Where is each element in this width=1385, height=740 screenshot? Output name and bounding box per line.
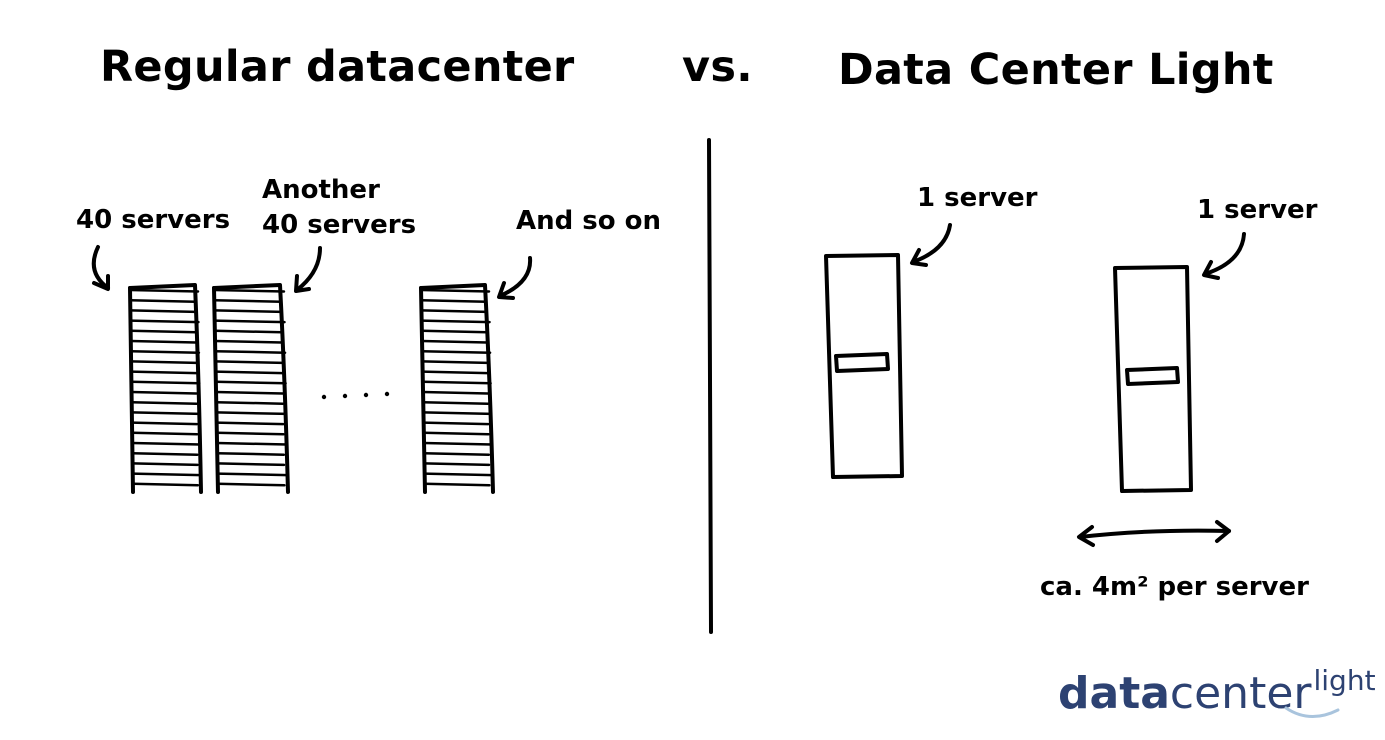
rack-shelf-line	[128, 288, 200, 293]
rack-shelf-line	[129, 309, 197, 314]
rack-shelf-line	[128, 298, 197, 303]
rack-shelf-line	[213, 329, 283, 334]
rack-shelf-line	[215, 441, 288, 446]
rack-shelf-line	[422, 462, 491, 467]
rack3-arrow	[498, 256, 533, 298]
rack-shelf-line	[129, 319, 200, 324]
server1-arrow	[911, 223, 952, 264]
rack-shelf-line	[422, 421, 490, 426]
server-rack-1	[128, 283, 203, 494]
rack-shelf-line	[213, 319, 286, 324]
logo-swoosh-icon	[1284, 706, 1340, 718]
rack-shelf-line	[215, 421, 285, 426]
rack2-label-line2: 40 servers	[262, 210, 417, 240]
server1-label: 1 server	[917, 183, 1038, 213]
rack-shelf-line	[213, 339, 284, 344]
regular-datacenter-title: Regular datacenter	[100, 42, 575, 92]
rack2-arrow	[295, 246, 322, 292]
rack-shelf-line	[215, 431, 285, 436]
rack-shelf-line	[215, 451, 286, 456]
data-center-light-title: Data Center Light	[838, 45, 1274, 95]
spacing-double-arrow	[1078, 528, 1231, 539]
logo-part-data: data	[1058, 668, 1170, 719]
rack-shelf-line	[215, 462, 286, 467]
rack-shelf-line	[421, 411, 493, 416]
rack-shelf-line	[130, 411, 202, 416]
rack-shelf-line	[212, 288, 286, 293]
server-rack-2	[212, 283, 290, 494]
rack-shelf-line	[130, 390, 198, 395]
rack-shelf-line	[420, 319, 491, 324]
rack-shelf-line	[131, 472, 202, 477]
spacing-label: ca. 4m² per server	[1040, 572, 1309, 602]
rack-shelf-line	[131, 451, 199, 456]
rack-shelf-line	[422, 472, 494, 477]
rack-shelf-line	[129, 360, 198, 365]
vs-label: vs.	[682, 42, 753, 92]
server-rack-3	[419, 283, 495, 494]
rack-shelf-line	[214, 370, 284, 375]
datacenterlight-logo: datacenterlight	[1058, 664, 1376, 719]
rack-shelf-line	[131, 482, 200, 487]
rack-shelf-line	[422, 431, 490, 436]
rack-shelf-line	[215, 472, 289, 477]
rack3-label: And so on	[516, 206, 662, 236]
rack-shelf-line	[129, 370, 198, 375]
rack-shelf-line	[131, 441, 202, 446]
rack-shelf-line	[423, 482, 491, 487]
rack-shelf-line	[421, 370, 489, 375]
rack-shelf-line	[421, 400, 490, 405]
rack-shelf-line	[214, 380, 287, 385]
rack-shelf-line	[212, 298, 283, 303]
rack-shelf-line	[213, 309, 283, 314]
rack-shelf-line	[419, 288, 491, 293]
rack2-arrow-head	[294, 274, 311, 293]
rack-shelf-line	[419, 298, 488, 303]
server2-label: 1 server	[1197, 195, 1318, 225]
rack1-label: 40 servers	[76, 205, 231, 235]
rack-shelf-line	[420, 339, 489, 344]
rack-shelf-line	[130, 421, 199, 426]
rack3-arrow-head	[497, 281, 515, 300]
rack-shelf-line	[213, 349, 287, 354]
rack-shelf-line	[130, 431, 199, 436]
rack-shelf-line	[129, 329, 197, 334]
rack-shelf-line	[214, 411, 288, 416]
server2-arrow	[1203, 232, 1246, 276]
rack-shelf-line	[214, 390, 285, 395]
divider-line	[707, 138, 713, 634]
rack-shelf-line	[216, 482, 286, 487]
single-server-2	[1113, 265, 1193, 493]
rack-shelf-line	[421, 380, 492, 385]
rack-shelf-line	[421, 360, 489, 365]
rack-shelf-line	[130, 400, 198, 405]
rack-shelf-line	[131, 462, 199, 467]
single-server-1	[824, 253, 904, 479]
rack-shelf-line	[214, 400, 285, 405]
rack1-arrow	[91, 245, 110, 290]
rack-shelf-line	[420, 309, 488, 314]
server2-arrow-head	[1202, 260, 1220, 280]
rack-shelf-line	[422, 451, 491, 456]
rack1-arrow-head	[92, 274, 110, 291]
rack-shelf-line	[421, 390, 490, 395]
ellipsis-dots	[321, 391, 390, 400]
rack-shelf-line	[129, 339, 197, 344]
rack-shelf-line	[129, 349, 201, 354]
server1-arrow-head	[910, 248, 928, 267]
rack-shelf-line	[420, 329, 488, 334]
logo-part-light: light	[1313, 664, 1376, 697]
rack-shelf-line	[422, 441, 493, 446]
rack-shelf-line	[420, 349, 492, 354]
rack2-label-line1: Another	[262, 175, 380, 205]
rack-shelf-line	[130, 380, 201, 385]
rack-shelf-line	[214, 360, 284, 365]
